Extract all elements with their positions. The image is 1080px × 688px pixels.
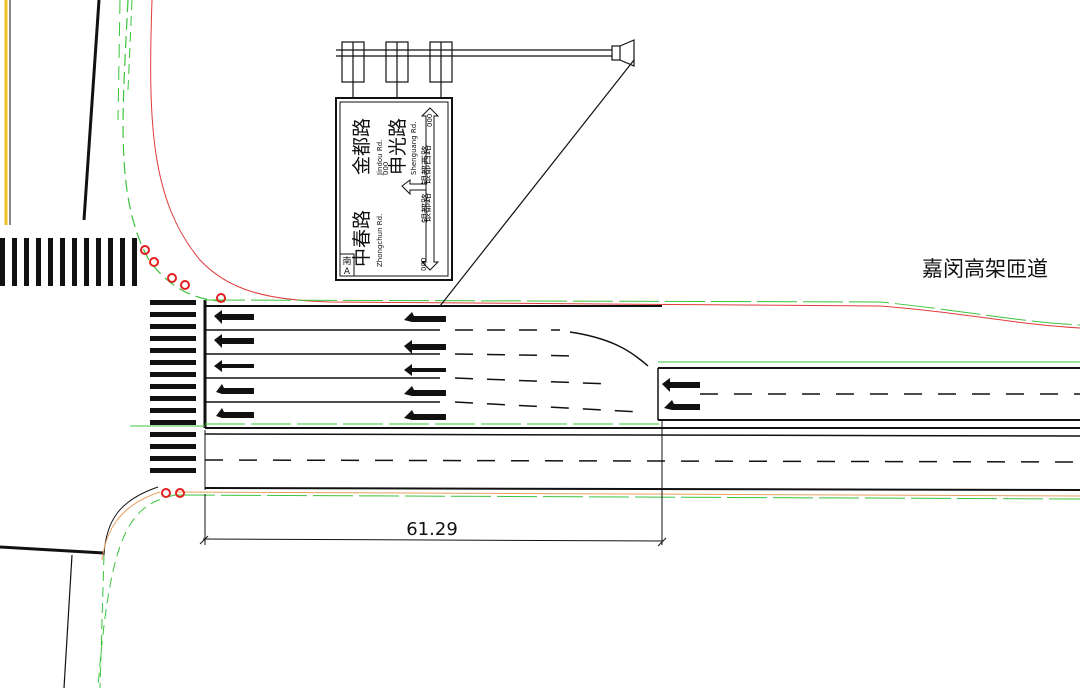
road-name-label: 嘉闵高架匝道 [922,257,1048,281]
hydrant-icon [149,257,159,267]
road-name-shenguang-en: Shenguang Rd. [410,122,418,175]
left-turn-arrow-icon [216,408,254,418]
road-name-shenguang: 申光路 [387,118,409,175]
green-curb-line [122,0,231,303]
hydrant-icon [180,280,190,290]
north-marker: 南 [342,255,351,267]
dimension-label: 61.29 [406,519,458,540]
boundary-red-line [150,0,1080,329]
left-turn-arrow-icon [664,400,700,410]
left-turn-arrow-icon [404,386,446,396]
hydrant-icon [161,488,171,498]
sign-gantry [336,39,635,307]
left-arrow-icon [662,378,700,392]
crosswalk-north-west [0,238,137,286]
signal-head-icon [429,41,453,98]
signal-head-icon [341,41,365,98]
green-dash-line [117,0,121,121]
road-name-jindou: 金都路 [351,118,373,175]
dark-road-edge [82,0,101,221]
curb-lines [97,299,1080,688]
road-name-zhongchun: 中春路 [351,210,373,267]
road-name-zhongchun-en: Zhongchun Rd. [376,214,384,267]
hydrant-icon [167,273,177,283]
green-dash-line [127,0,133,91]
left-arrow-icon [214,334,254,348]
dimension-line [199,420,667,547]
left-arrow-icon [214,310,254,324]
left-turn-arrow-icon [216,384,254,394]
left-turn-arrow-icon [404,410,446,420]
distance-label: 000 [426,114,434,127]
turn-arrow-icon [404,312,446,322]
crosswalk-east-leg [150,300,196,473]
main-road-lines [0,300,1080,688]
guide-sign-panel: 南 A 金都路 Jindou Rd. 000 中春路 Zhongchun Rd.… [335,97,453,281]
north-road-edges [4,0,1080,329]
straight-arrow-icon [404,364,446,376]
hydrant-markers [140,245,226,498]
straight-arrow-icon [214,360,254,372]
left-arrow-icon [401,179,427,196]
hydrant-icon [216,293,226,303]
hydrant-icon [175,488,185,498]
left-arrow-icon [404,340,446,354]
lane-arrows [214,310,700,420]
double-arrow-icon [420,107,440,271]
north-letter: A [344,267,351,277]
signal-head-icon [385,41,409,98]
distance-label: 000 [382,162,390,175]
road-name-jindou-en: Jindou Rd. [376,140,384,176]
hydrant-icon [140,245,150,255]
